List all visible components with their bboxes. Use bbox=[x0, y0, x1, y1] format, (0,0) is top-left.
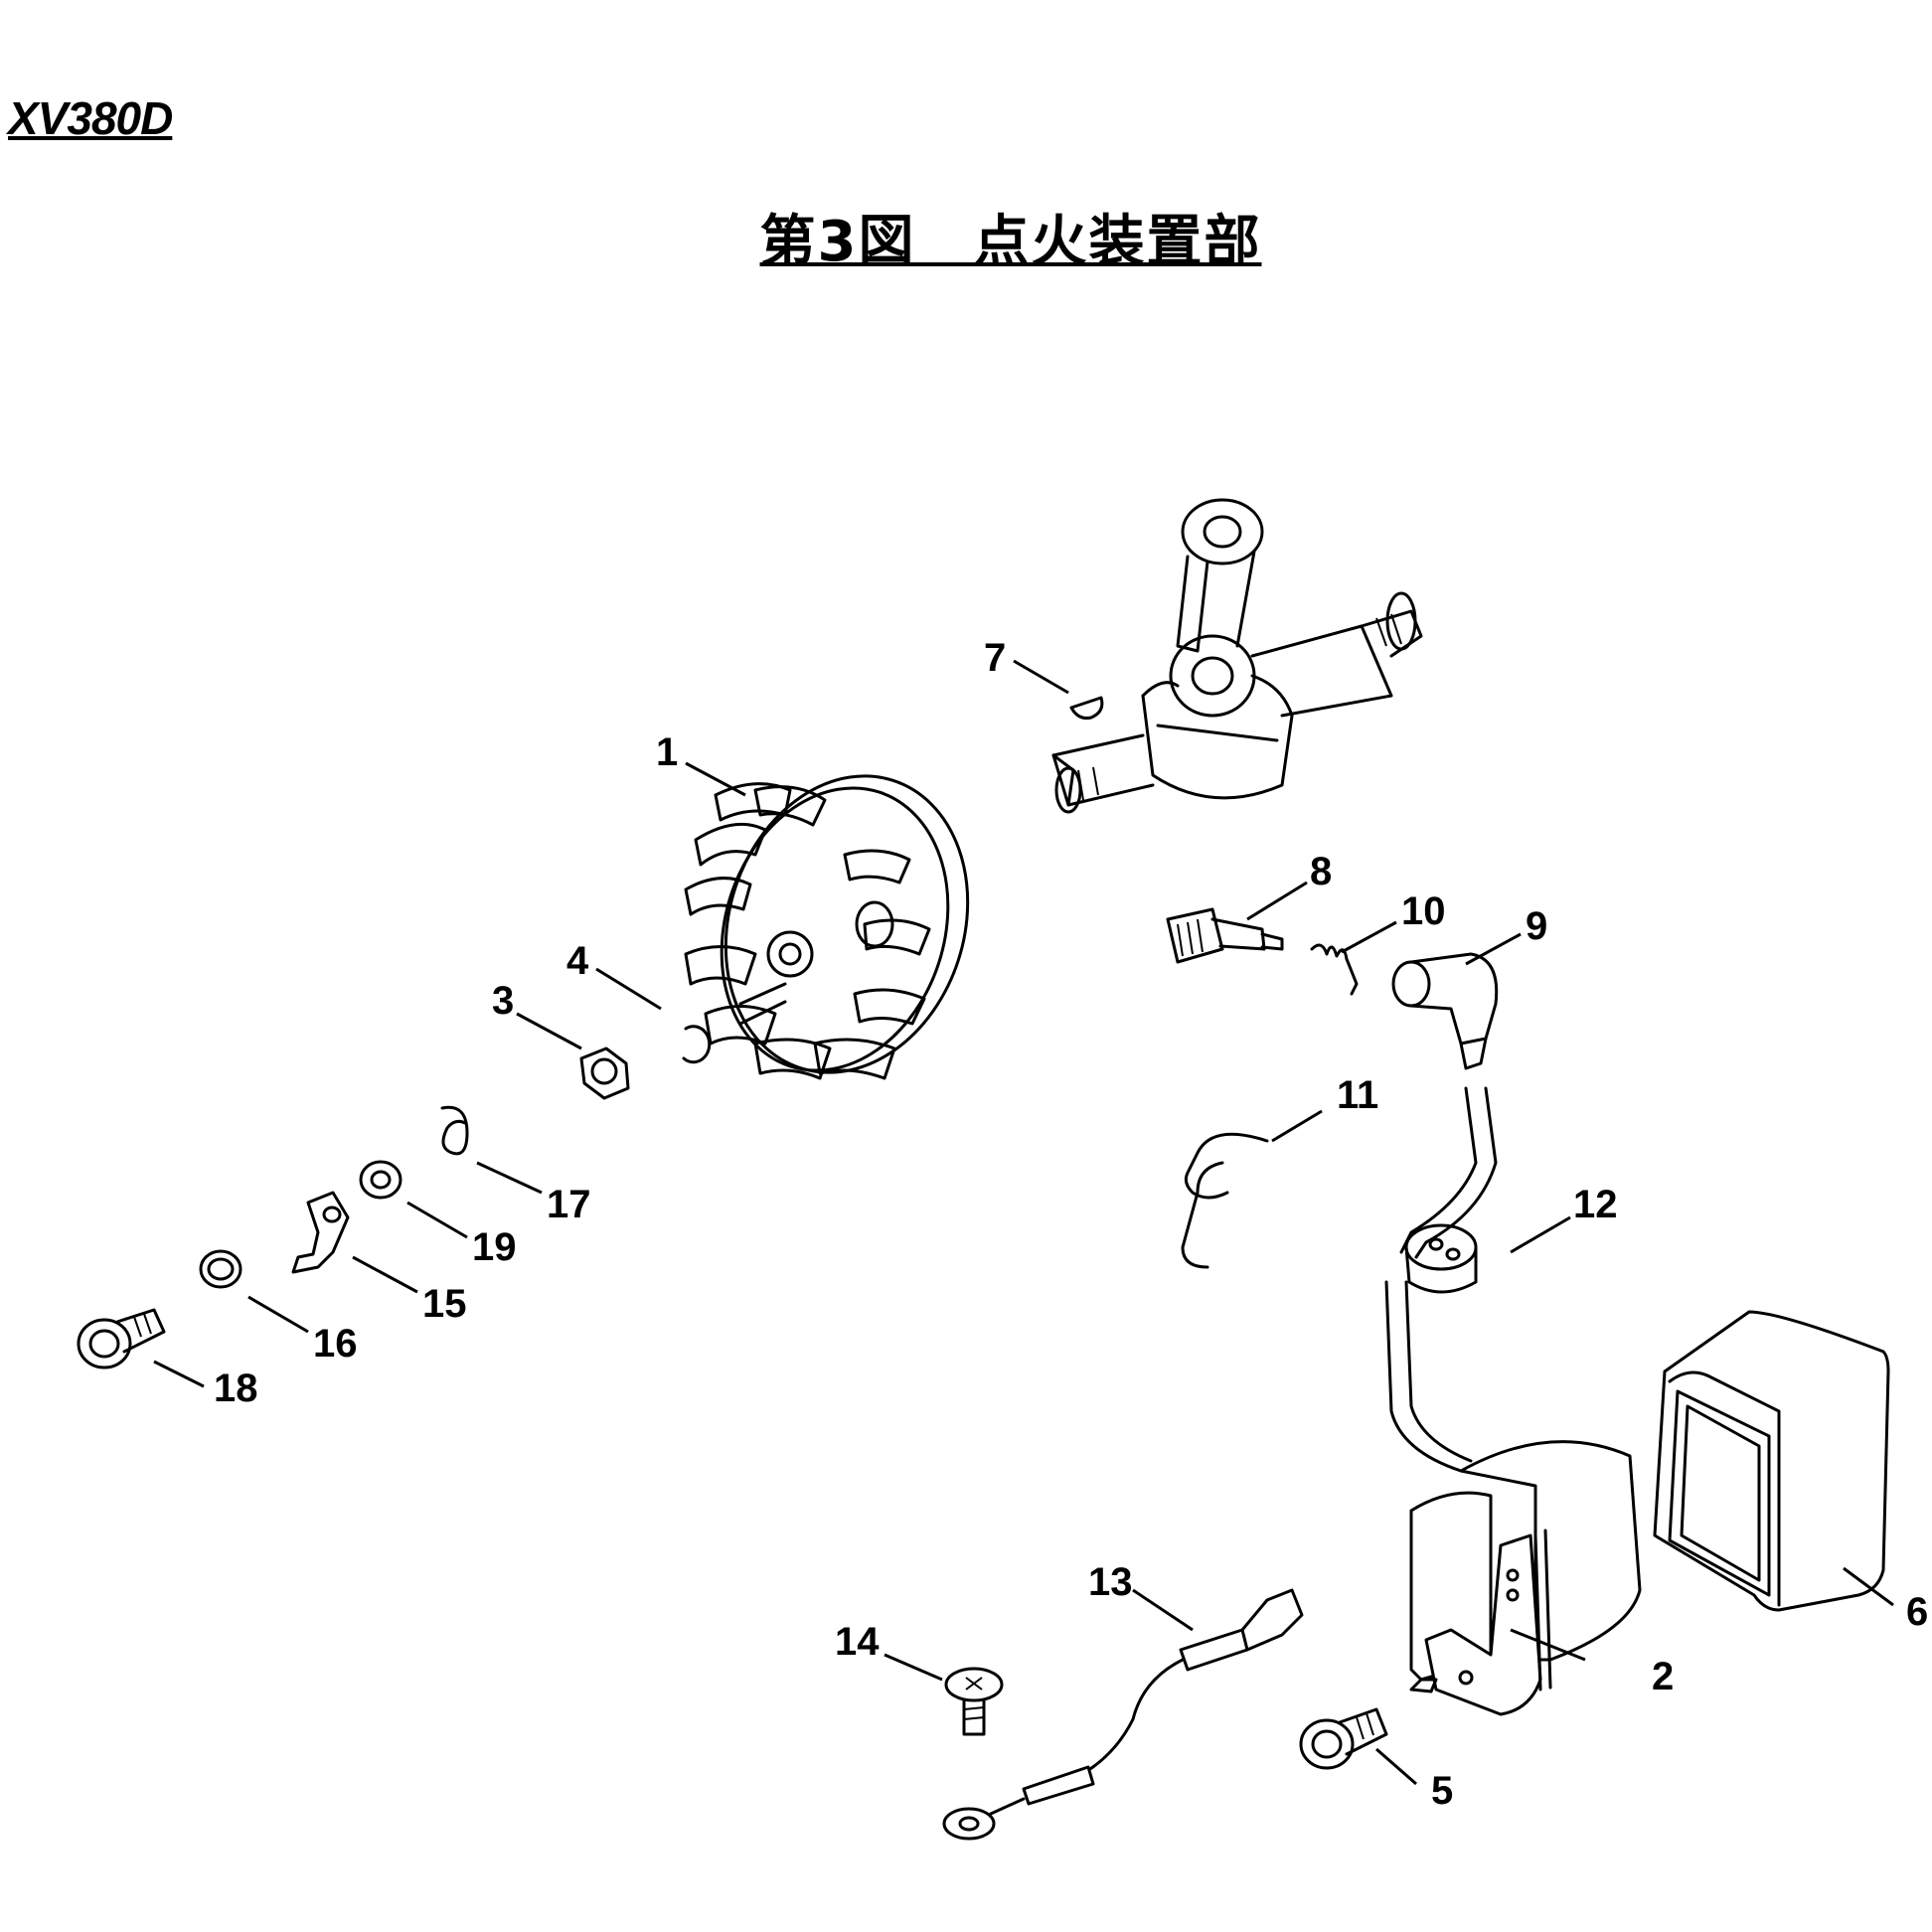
washer-part-16 bbox=[199, 1249, 242, 1289]
callout-8: 8 bbox=[1310, 850, 1332, 893]
flywheel bbox=[684, 774, 970, 1080]
spring-part-17 bbox=[440, 1105, 469, 1156]
callout-5: 5 bbox=[1431, 1769, 1453, 1813]
callout-3: 3 bbox=[492, 979, 514, 1023]
callout-4: 4 bbox=[566, 939, 589, 983]
crankshaft-assembly bbox=[1051, 498, 1423, 814]
grommet-part-12 bbox=[1404, 1223, 1478, 1294]
screw-part-14 bbox=[944, 1667, 1004, 1736]
leader-lines bbox=[153, 659, 1894, 1786]
figure-title: 第3図 点火装置部 bbox=[759, 210, 1262, 274]
plug-cap-part-9 bbox=[1391, 952, 1499, 1070]
ignition-coil-part-2 bbox=[1409, 1440, 1642, 1716]
spark-plug-part-8 bbox=[1166, 907, 1284, 964]
callout-19: 19 bbox=[472, 1225, 517, 1269]
callout-1: 1 bbox=[656, 730, 678, 774]
model-number: XV380D bbox=[8, 92, 173, 144]
ht-cable bbox=[1399, 1086, 1478, 1254]
callout-7: 7 bbox=[984, 636, 1006, 680]
clip-part-11 bbox=[1181, 1132, 1269, 1269]
callout-6: 6 bbox=[1906, 1590, 1928, 1634]
callout-13: 13 bbox=[1088, 1560, 1133, 1604]
callout-2: 2 bbox=[1652, 1655, 1674, 1698]
nut-part-3 bbox=[579, 1046, 630, 1100]
callout-11: 11 bbox=[1337, 1073, 1378, 1117]
callout-12: 12 bbox=[1573, 1183, 1618, 1226]
callout-16: 16 bbox=[313, 1322, 358, 1366]
bolt-part-5 bbox=[1299, 1707, 1388, 1770]
callout-9: 9 bbox=[1526, 904, 1547, 948]
key-part-7 bbox=[1069, 696, 1104, 720]
callout-labels: 1 2 3 4 5 6 7 8 9 10 11 12 13 14 15 16 1… bbox=[214, 636, 1928, 1813]
callout-15: 15 bbox=[422, 1282, 467, 1326]
washer-part-19 bbox=[359, 1160, 402, 1200]
callout-10: 10 bbox=[1401, 889, 1446, 933]
bolt-part-18 bbox=[77, 1308, 166, 1369]
callout-14: 14 bbox=[835, 1620, 880, 1664]
stopper-part-15 bbox=[291, 1191, 350, 1274]
spring-part-10 bbox=[1310, 943, 1359, 996]
cover-part-6 bbox=[1653, 1310, 1890, 1612]
circlip-part-4 bbox=[682, 1025, 712, 1064]
callout-18: 18 bbox=[214, 1367, 258, 1410]
ground-wire-part-13 bbox=[942, 1588, 1304, 1841]
callout-17: 17 bbox=[547, 1183, 591, 1226]
